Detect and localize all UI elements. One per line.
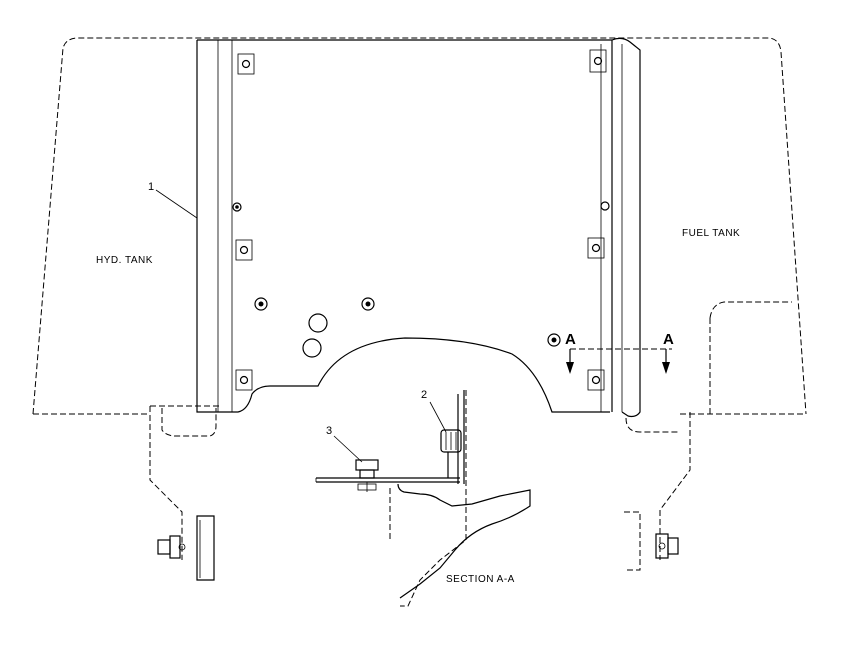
left-bolt-4 — [235, 369, 253, 391]
hole-lower — [302, 338, 322, 358]
tank-outline — [32, 37, 807, 415]
right-bolt-1 — [589, 49, 607, 73]
right-nut — [547, 333, 561, 347]
main-plate — [196, 37, 641, 418]
fasteners — [232, 49, 610, 391]
left-frame-dashed — [149, 405, 220, 560]
right-bolt-3 — [587, 237, 605, 259]
center-nut-right — [361, 297, 375, 311]
hyd-tank-label: HYD. TANK — [96, 255, 153, 266]
callout-3: 3 — [326, 425, 332, 437]
right-frame-dashed — [625, 301, 792, 560]
leader-lines — [155, 189, 447, 463]
left-bolt-3 — [235, 239, 253, 261]
section-label: SECTION A-A — [446, 574, 515, 585]
center-nut-left — [254, 297, 268, 311]
bolt-3 — [355, 459, 379, 492]
callout-1: 1 — [148, 181, 154, 193]
section-marker-left: A — [565, 331, 576, 348]
hole-upper — [308, 313, 328, 333]
section-marker-right: A — [663, 331, 674, 348]
left-bolt-1 — [237, 53, 255, 75]
section-cut-line — [566, 348, 672, 374]
left-lower-parts — [157, 515, 215, 581]
right-bolt-2 — [600, 201, 610, 211]
callout-2: 2 — [421, 389, 427, 401]
left-bolt-2 — [232, 202, 242, 212]
clip-2 — [440, 429, 462, 478]
right-lower-parts — [624, 511, 679, 571]
right-bolt-4 — [587, 369, 605, 391]
section-detail — [315, 390, 531, 607]
fuel-tank-label: FUEL TANK — [682, 228, 740, 239]
